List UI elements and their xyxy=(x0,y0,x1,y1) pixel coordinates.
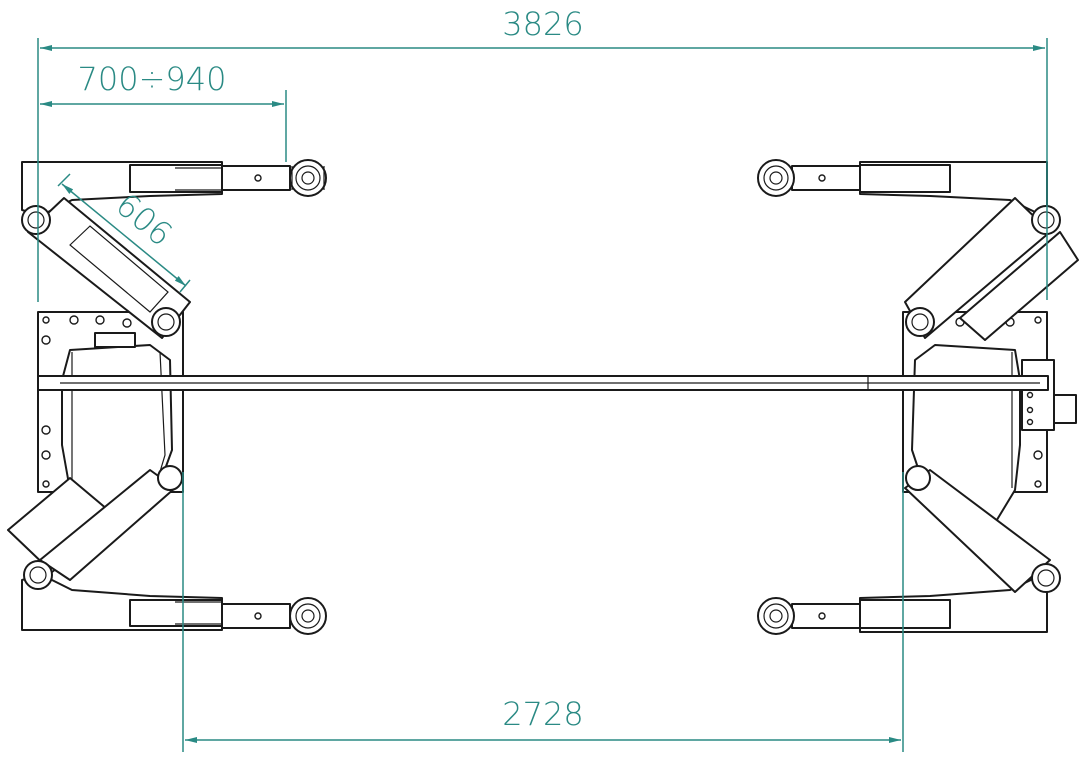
dimension-label-2728: 2728 xyxy=(502,695,583,733)
right-column-assembly xyxy=(757,159,1079,635)
dimension-label-3826: 3826 xyxy=(502,5,583,43)
dimension-overall-width: 3826 xyxy=(37,5,1048,302)
dimension-drive-through: 2728 xyxy=(182,472,904,752)
overhead-beam xyxy=(37,375,1049,391)
dimension-label-700-940: 700÷940 xyxy=(78,60,227,98)
dimension-arm-extension: 700÷940 xyxy=(40,60,287,162)
